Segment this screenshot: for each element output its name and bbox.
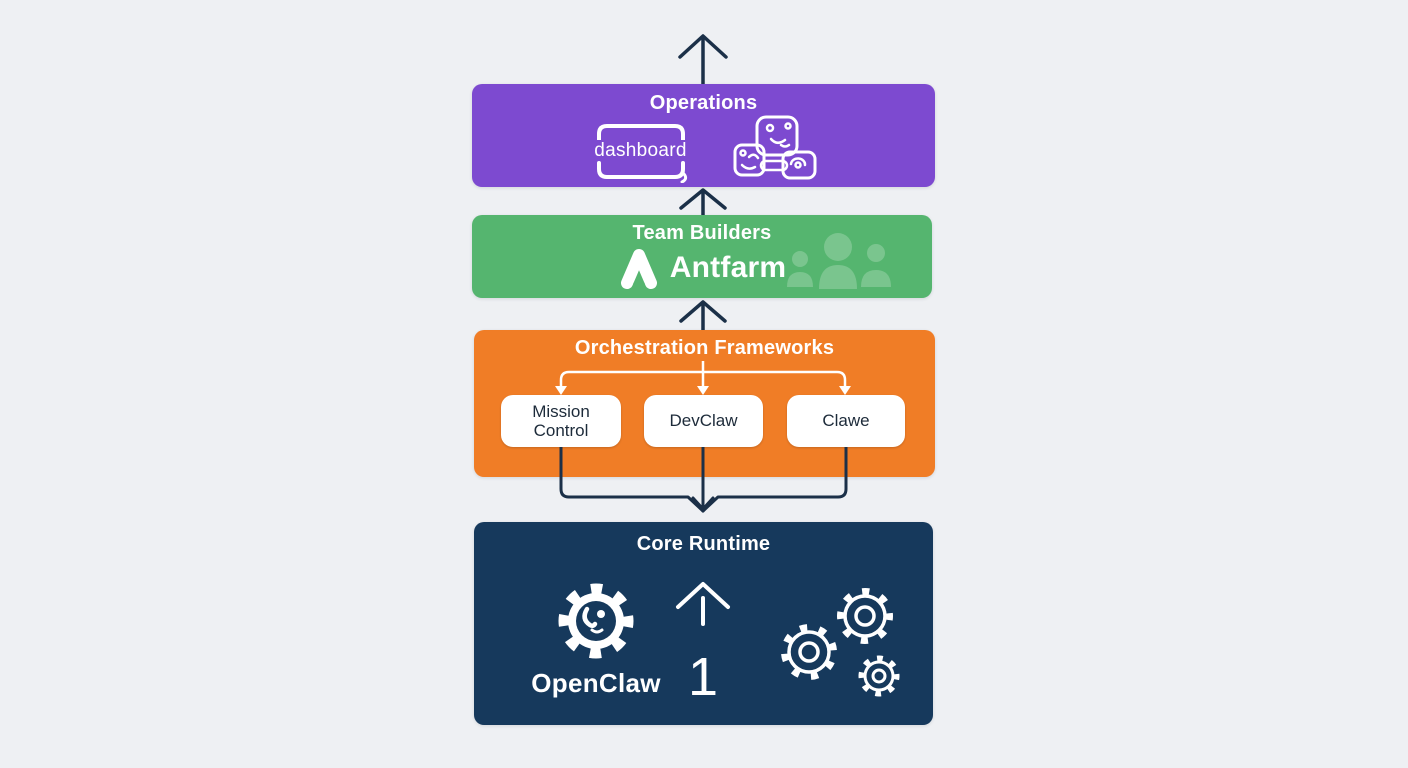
merge-connector-down-icon: [559, 447, 848, 513]
branch-connector-icon: [555, 361, 851, 395]
arrow-up-top-icon: [678, 34, 728, 85]
framework-label: Mission Control: [532, 401, 590, 440]
dashboard-bottom-bracket-icon: [596, 160, 687, 183]
operations-title: Operations: [649, 92, 758, 114]
framework-label: DevClaw: [669, 411, 738, 431]
dashboard-top-bracket-icon: [596, 123, 685, 140]
framework-card-devclaw: DevClaw: [644, 395, 763, 447]
framework-card-clawe: Clawe: [787, 395, 905, 447]
operations-icons-row: dashboard: [472, 115, 935, 189]
orchestration-title: Orchestration Frameworks: [574, 337, 835, 359]
widget-panels-icon: [733, 115, 816, 180]
people-group-watermark-icon: [787, 233, 891, 289]
dashboard-logo: dashboard: [591, 122, 691, 183]
openclaw-logo-block: OpenClaw: [506, 578, 686, 699]
team-builders-title: Team Builders: [632, 222, 772, 244]
gears-cluster-icon: [781, 588, 900, 697]
antfarm-logo-icon: [620, 249, 657, 289]
openclaw-wordmark: OpenClaw: [531, 668, 661, 698]
layer-core-runtime: Core Runtime OpenClaw 1: [474, 522, 933, 725]
arrow-up-teambuilders-to-operations-icon: [679, 188, 727, 217]
antfarm-brand-row: Antfarm: [472, 246, 932, 290]
openclaw-gear-logo-icon: [558, 583, 634, 659]
core-runtime-title: Core Runtime: [636, 533, 771, 555]
layer-team-builders: Team Builders Antfarm: [472, 215, 932, 298]
antfarm-wordmark: Antfarm: [669, 251, 787, 284]
dashboard-wordmark: dashboard: [594, 139, 687, 161]
version-number: 1: [687, 647, 719, 707]
upload-arrow-icon: [676, 582, 730, 626]
layer-operations: Operations dashboard: [472, 84, 935, 187]
framework-label: Clawe: [822, 411, 870, 431]
arrow-up-orchestration-to-teambuilders-icon: [679, 300, 727, 331]
framework-card-mission-control: Mission Control: [501, 395, 621, 447]
